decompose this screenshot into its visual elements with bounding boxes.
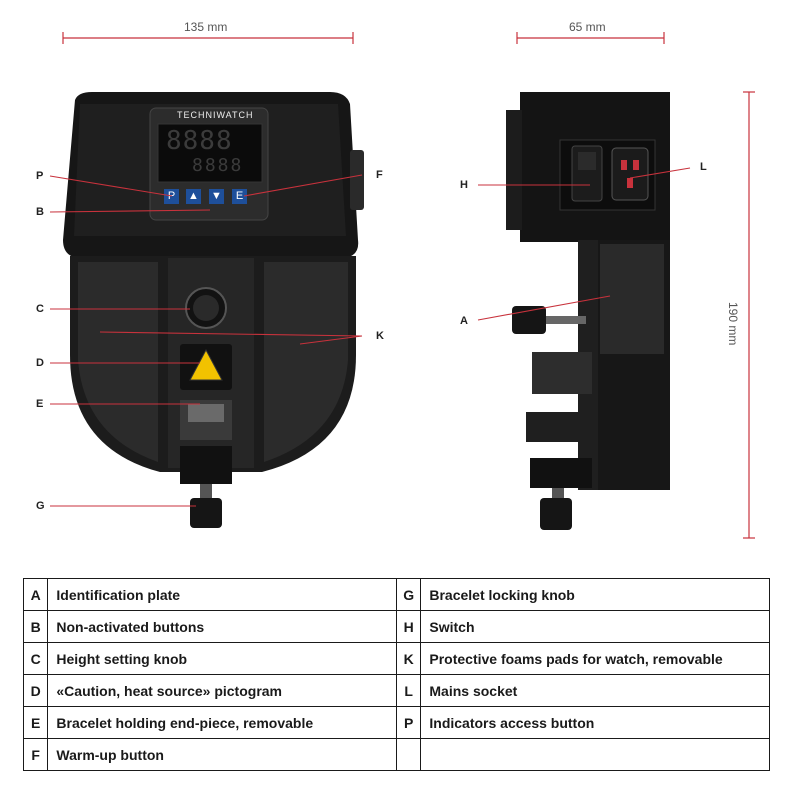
side-width-label: 65 mm — [569, 20, 606, 34]
callout-b: B — [36, 206, 44, 218]
callout-c: C — [36, 303, 44, 315]
legend-key: E — [22, 706, 49, 739]
legend-key: D — [22, 674, 49, 707]
legend-key: K — [395, 642, 422, 675]
legend-description: «Caution, heat source» pictogram — [47, 674, 397, 707]
legend-description: Non-activated buttons — [47, 610, 397, 643]
legend-key: G — [395, 578, 422, 611]
legend-key: A — [22, 578, 49, 611]
callout-p: P — [36, 170, 44, 182]
button-down[interactable]: ▼ — [211, 190, 222, 202]
legend-key: L — [395, 674, 422, 707]
legend-description: Height setting knob — [47, 642, 397, 675]
legend-key: P — [395, 706, 422, 739]
legend-description: Bracelet holding end-piece, removable — [47, 706, 397, 739]
front-width-label: 135 mm — [184, 20, 228, 34]
legend-description: Mains socket — [420, 674, 770, 707]
legend-key: H — [395, 610, 422, 643]
callout-k: K — [376, 330, 384, 342]
callout-a: A — [460, 315, 468, 327]
legend-key: B — [22, 610, 49, 643]
legend-description — [420, 738, 770, 771]
callout-d: D — [36, 357, 44, 369]
brand-label: TECHNIWATCH — [177, 110, 254, 120]
callout-f: F — [376, 169, 383, 181]
legend-description: Switch — [420, 610, 770, 643]
dimension-lines — [62, 32, 755, 539]
button-e[interactable]: E — [235, 190, 244, 202]
callout-lines — [49, 167, 691, 507]
display-bottom-readout: 8888 — [192, 155, 244, 176]
legend-description: Protective foams pads for watch, removab… — [420, 642, 770, 675]
legend-key: C — [22, 642, 49, 675]
front-view-device — [63, 92, 364, 528]
legend-description: Indicators access button — [420, 706, 770, 739]
legend-description: Identification plate — [47, 578, 397, 611]
callout-l: L — [700, 161, 707, 173]
legend-key — [395, 738, 422, 771]
legend-description: Bracelet locking knob — [420, 578, 770, 611]
callout-g: G — [36, 500, 45, 512]
legend-description: Warm-up button — [47, 738, 397, 771]
callout-h: H — [460, 179, 468, 191]
callout-e: E — [36, 398, 44, 410]
display-top-readout: 8888 — [166, 126, 233, 156]
legend-key: F — [22, 738, 49, 771]
side-view-device — [506, 92, 670, 530]
button-up[interactable]: ▲ — [188, 190, 199, 202]
